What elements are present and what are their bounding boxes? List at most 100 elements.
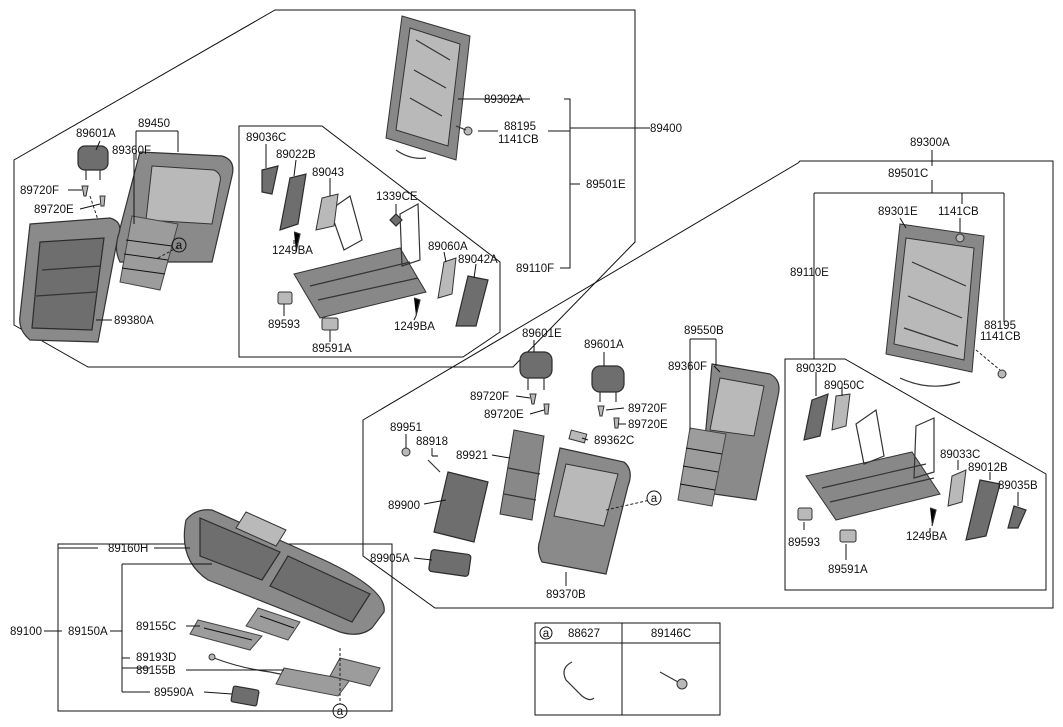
label-89601A-left: 89601A [76,128,116,140]
label-1249BA-a: 1249BA [272,245,313,257]
label-89720F-mid: 89720F [470,391,509,403]
label-89036C: 89036C [246,132,286,144]
label-89160H: 89160H [108,543,148,555]
label-1141CB-left: 1141CB [498,134,539,146]
guide-89720E-mid [543,403,550,415]
bolt-1249BA-right [929,507,937,527]
label-89720F-mid2: 89720F [628,403,667,415]
marker-a-left: a [171,237,187,253]
label-88918: 88918 [416,436,448,448]
label-89360F-left: 89360F [112,145,151,157]
seat-base-frame-right [805,408,941,521]
label-89043: 89043 [312,167,344,179]
label-1339CE: 1339CE [376,191,418,203]
label-89720E-left: 89720E [34,204,74,216]
pad-89362C [568,429,588,444]
legend-col2-part: 89146C [651,628,691,640]
cover-89036C [261,165,279,195]
leader-lines [44,98,1019,711]
cover-89012B [965,479,1001,541]
clip-88627-illustration [563,661,595,701]
marker-a-left-text: a [176,240,183,252]
label-89050C: 89050C [824,380,864,392]
heater-mat-89155B [275,657,381,697]
group-frame-seat-base-left [238,125,501,358]
label-89380A: 89380A [114,315,154,327]
group-frame-89400 [13,9,636,368]
screw-89146C-illustration [659,671,688,690]
label-88195-left: 88195 [504,121,536,133]
guide-89720F-mid2 [597,405,605,417]
bolt-1249BA-a [293,231,301,253]
label-89720E-mid: 89720E [484,409,524,421]
cover-89022B [279,173,307,231]
label-1141CB-right: 1141CB [938,206,979,218]
headrest-89601E [519,351,553,390]
label-89362C: 89362C [594,435,634,447]
label-89150A: 89150A [68,626,108,638]
label-89360F-mid: 89360F [668,361,707,373]
seat-pad-89360F-mid [677,427,727,507]
guide-89720E-mid2 [613,417,620,429]
clip-89591A-left [321,317,339,331]
bracket-89050C [831,393,851,431]
label-89550B: 89550B [684,325,724,337]
armrest-89900 [433,471,489,543]
label-89302A: 89302A [484,94,524,106]
label-89921: 89921 [456,450,488,462]
label-89951: 89951 [390,422,422,434]
bracket-89033C [947,469,967,507]
label-89601A-mid: 89601A [584,339,624,351]
label-89591A-left: 89591A [312,343,352,355]
marker-a-bottom-text: a [337,706,344,718]
seatback-frame-89302A-left [385,15,471,161]
legend-col1-part: 88627 [568,628,600,640]
module-89590A [230,685,260,707]
label-89110E: 89110E [790,267,829,279]
bracket-89043 [315,193,339,231]
label-89301E: 89301E [878,206,918,218]
clip-89593-right [797,507,813,521]
label-89591A-right: 89591A [828,564,868,576]
group-frame-89300A [362,160,1054,609]
label-89033C: 89033C [940,449,980,461]
clip-89593-left [277,291,293,305]
heater-mat-89155C [189,607,301,651]
label-89900: 89900 [388,500,420,512]
label-1249BA-right: 1249BA [906,531,947,543]
label-89400: 89400 [650,123,682,135]
guide-89720F-left [81,185,89,197]
guide-89720F-mid [529,393,537,405]
armrest-frame-89921 [499,429,545,521]
label-89193D: 89193D [136,652,176,664]
seat-base-frame-left [293,195,427,319]
label-89593-right: 89593 [788,537,820,549]
label-89720E-mid2: 89720E [628,419,668,431]
seat-cushion-89160H [183,509,385,635]
seat-pad-89360F-left [119,215,179,291]
label-89042A: 89042A [458,254,498,266]
legend-table: a 88627 89146C [534,622,721,716]
seat-back-89370B [537,447,631,575]
marker-a-mid-text: a [651,493,658,505]
label-89012B: 89012B [968,462,1008,474]
label-89370B: 89370B [546,589,586,601]
label-89590A: 89590A [154,687,194,699]
label-1141CB-right2: 1141CB [980,331,1021,343]
label-89905A: 89905A [370,553,410,565]
label-89100: 89100 [10,626,42,638]
label-88195-right: 88195 [984,320,1016,332]
cover-89035B [1007,505,1027,529]
guide-89720E-left [99,195,106,207]
group-frame-seat-base-right [784,358,1047,591]
bolt-88195-left [455,125,473,136]
label-89501E: 89501E [586,179,626,191]
nut-1339CE [389,213,403,227]
label-89060A: 89060A [428,241,468,253]
cover-89032D [803,393,829,441]
label-89601E: 89601E [522,328,562,340]
legend-marker-text: a [543,628,550,640]
part-labels: 89400 89450 89601A 89360F 89720F 89720E … [10,94,1038,699]
bracket-89060A [437,257,457,299]
